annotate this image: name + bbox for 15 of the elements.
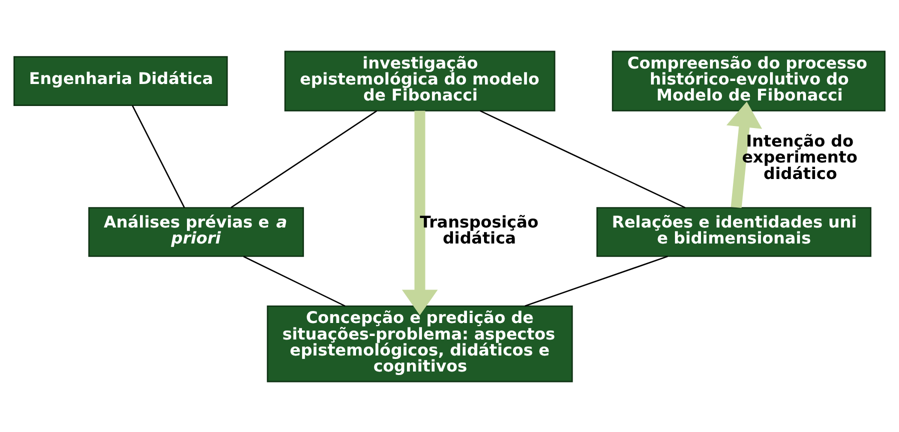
node-box: Compreensão do processo histórico-evolutivo do Modelo de Fibonacci bbox=[612, 50, 886, 111]
edge-label: Transposição didática bbox=[420, 212, 538, 248]
node-box: Engenharia Didática bbox=[13, 56, 228, 106]
connector bbox=[243, 255, 346, 306]
connector bbox=[480, 110, 686, 208]
node-box: Relações e identidades uni e bidimensionais bbox=[596, 206, 872, 256]
node-box: Concepção e predição de situações-problema: aspectos epistemológicos, didáticos e cognitivos bbox=[266, 304, 573, 382]
arrow bbox=[402, 110, 438, 315]
arrow bbox=[726, 101, 762, 208]
connector bbox=[230, 110, 378, 208]
connector bbox=[524, 255, 668, 306]
connector bbox=[132, 104, 185, 208]
node-box: investigação epistemológica do modelo de Fibonacci bbox=[284, 50, 556, 111]
edge-label: Intenção do experimento didático bbox=[742, 131, 858, 182]
node-box: Análises prévias e a priori bbox=[88, 206, 304, 256]
